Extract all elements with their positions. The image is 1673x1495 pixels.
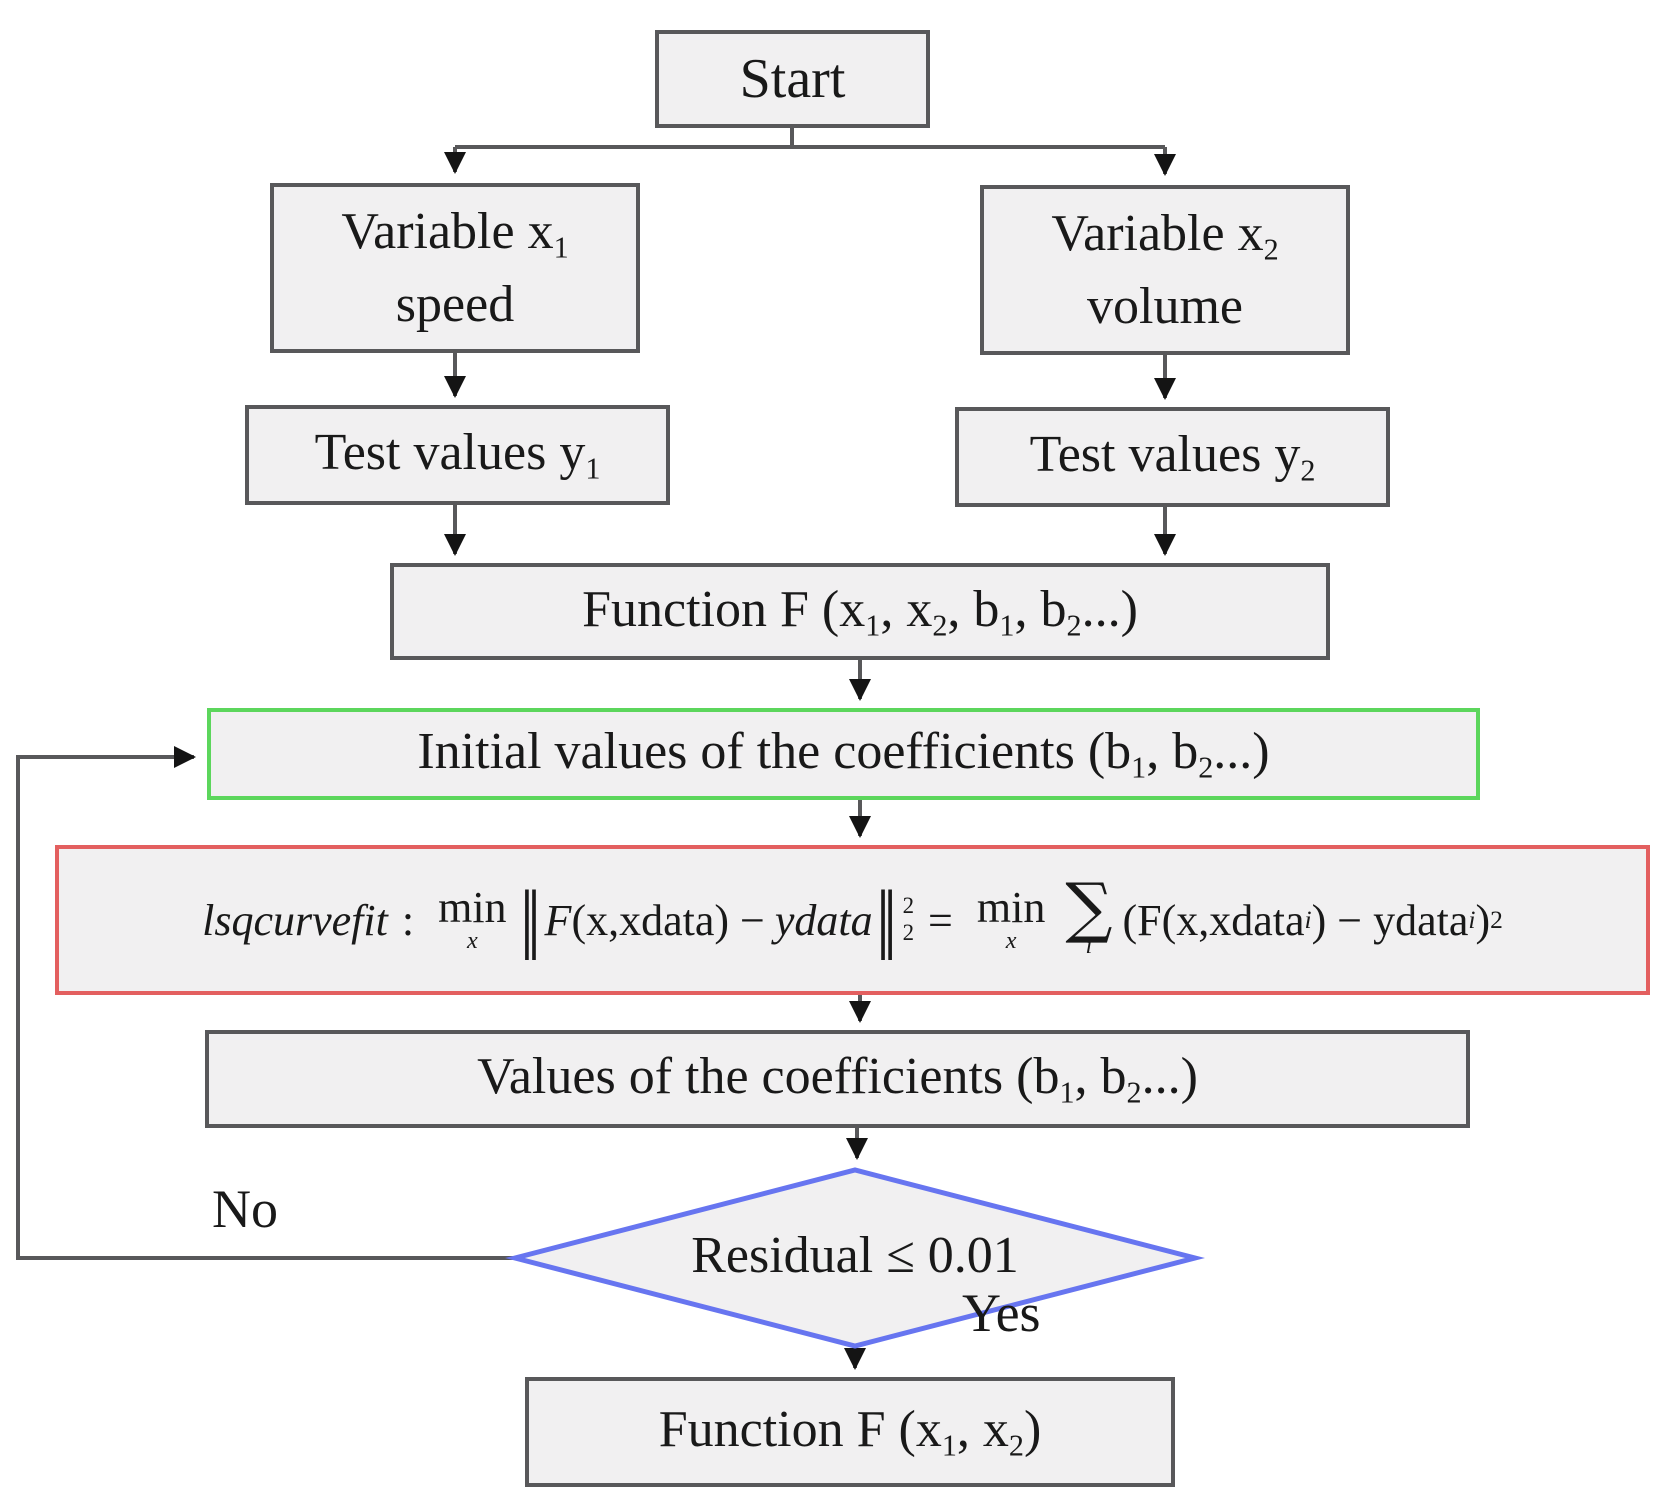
sum-operator: ∑ i (1065, 869, 1113, 960)
decision-label: Residual ≤ 0.01 (691, 1227, 1019, 1284)
initial-coefficients-label: Initial values of the coefficients (b1, … (417, 723, 1270, 785)
variable-x1-line1: Variable x1 (341, 202, 569, 265)
test-values-y2-node: Test values y2 (955, 407, 1390, 507)
formula-args: (x,xdata) − (571, 895, 765, 945)
test-values-y2-label: Test values y2 (1029, 426, 1316, 488)
test-values-y1-label: Test values y1 (314, 424, 601, 486)
formula-ydata: ydata (774, 895, 873, 945)
start-node: Start (655, 30, 930, 128)
coefficient-values-node: Values of the coefficients (b1, b2...) (205, 1030, 1470, 1128)
variable-x2-line2: volume (1087, 277, 1243, 335)
function-node: Function F (x1, x2, b1, b2...) (390, 563, 1330, 660)
formula-term-open: (F(x,xdata (1122, 895, 1305, 945)
final-function-label: Function F (x1, x2) (658, 1401, 1042, 1463)
edge-decision-no-loop (16, 746, 515, 1260)
variable-x2-line1: Variable x2 (1051, 204, 1279, 267)
start-label: Start (739, 48, 846, 110)
coefficient-values-label: Values of the coefficients (b1, b2...) (477, 1048, 1198, 1110)
norm-bar-open: ‖ (519, 879, 542, 961)
formula-name: lsqcurvefit (202, 895, 388, 945)
formula-colon: : (401, 895, 415, 945)
no-label: No (212, 1179, 278, 1239)
formula-term-mid: ) − ydata (1311, 895, 1469, 945)
formula-term-sub1: i (1304, 905, 1312, 934)
decision-diamond (505, 1167, 1205, 1349)
formula-term-close: ) (1475, 895, 1491, 945)
norm-scripts: 2 2 (902, 893, 915, 945)
norm-close-group: ‖ 2 2 (873, 879, 915, 961)
formula-equals: = (928, 895, 953, 945)
initial-coefficients-node: Initial values of the coefficients (b1, … (207, 708, 1480, 800)
yes-label: Yes (962, 1283, 1041, 1343)
variable-x2-node: Variable x2 volume (980, 185, 1350, 355)
min-operator-2: min x (976, 883, 1046, 955)
norm-bar-close: ‖ (875, 879, 898, 961)
formula-power: 2 (1490, 905, 1503, 934)
formula-f: F (544, 895, 572, 945)
function-label: Function F (x1, x2, b1, b2...) (582, 580, 1138, 643)
lsqcurvefit-formula-node: lsqcurvefit : min x ‖ F (x,xdata) − ydat… (55, 845, 1650, 995)
variable-x1-node: Variable x1 speed (270, 183, 640, 353)
lsqcurvefit-formula: lsqcurvefit : min x ‖ F (x,xdata) − ydat… (59, 869, 1646, 961)
test-values-y1-node: Test values y1 (245, 405, 670, 505)
min-operator-1: min x (438, 883, 507, 955)
formula-term-sub2: i (1468, 905, 1476, 934)
final-function-node: Function F (x1, x2) (525, 1377, 1175, 1487)
variable-x1-line2: speed (395, 275, 515, 333)
